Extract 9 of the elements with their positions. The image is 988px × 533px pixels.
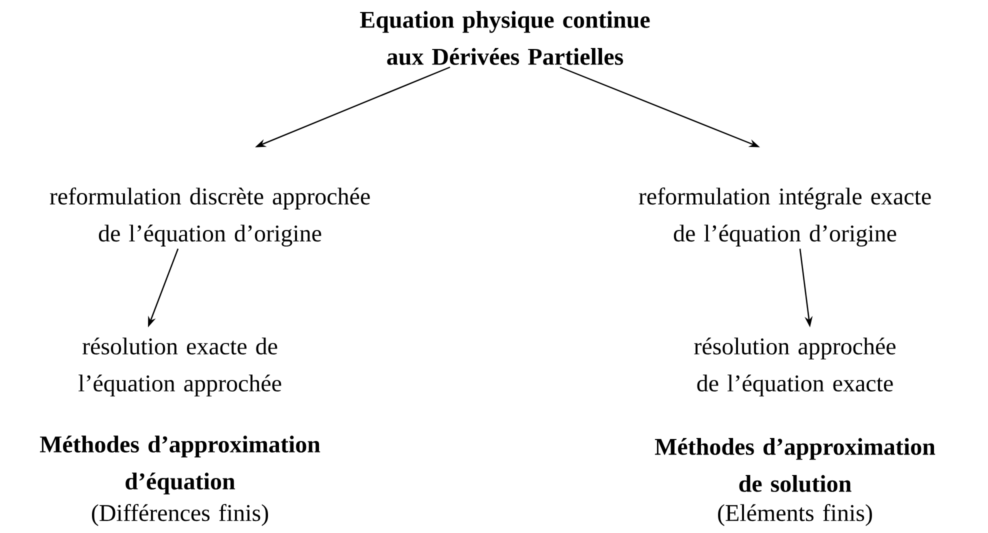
node-text: reformulation discrète approchée de l’équation d’origine (50, 187, 370, 247)
node-text: résolution exacte de l’équation approchée (78, 338, 282, 396)
method-note: (Eléments finis) (718, 504, 872, 526)
method-note: (Différences finis) (92, 504, 268, 526)
method-title: Méthodes d’approximation de solution (654, 438, 936, 492)
node-text: reformulation intégrale exacte de l’équation d’origine (638, 187, 931, 247)
method-title: Méthodes d’approximation d’équation (40, 436, 320, 494)
node-text: Equation physique continue aux Dérivées Partielles (360, 11, 650, 65)
node-text: résolution approchée de l’équation exacte (694, 338, 896, 396)
